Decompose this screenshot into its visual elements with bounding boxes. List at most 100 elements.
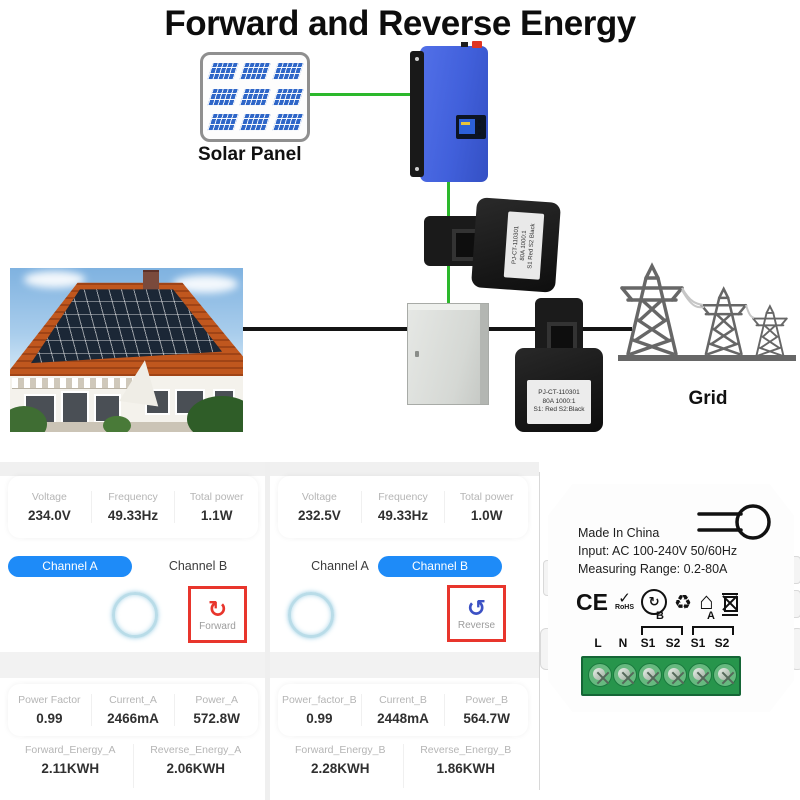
certification-icons-row: CE ✓ RoHS ↻ ♻ ⌂ xyxy=(576,586,740,618)
grid-towers-icon xyxy=(618,264,796,361)
solar-cell xyxy=(271,63,304,81)
inverter-terminal-black xyxy=(461,42,468,47)
power-metric: Power_A 572.8W xyxy=(174,694,258,726)
ct-clamp-label: PJ-CT-110301 80A 1000:1 S1: Red S2:Black xyxy=(527,380,591,424)
power-metric: Power_B 564.7W xyxy=(444,694,528,726)
reverse-energy-metric: Reverse_Energy_A 2.06KWH xyxy=(132,744,259,788)
ct-clamp-body: PJ-CT-110301 80A 1000:1 S1: Red S2:Black xyxy=(515,348,603,432)
terminal-label-s1a: S1 xyxy=(690,636,706,650)
summary-card-a: Voltage 234.0V Frequency 49.33Hz Total p… xyxy=(8,476,258,538)
power-factor-metric: Power Factor 0.99 xyxy=(8,694,91,726)
bracket-screw xyxy=(415,57,419,61)
rohs-label: RoHS xyxy=(614,604,635,611)
house-chimney xyxy=(142,269,160,290)
ct-label-line: 80A 1000:1 xyxy=(542,397,576,405)
solar-cell xyxy=(239,63,271,81)
voltage-metric: Voltage 234.0V xyxy=(8,491,91,523)
current-metric: Current_B 2448mA xyxy=(360,694,445,726)
app-status-strip xyxy=(270,462,539,476)
voltage-metric: Voltage 232.5V xyxy=(278,491,361,523)
energy-row-b: Forward_Energy_B 2.28KWH Reverse_Energy_… xyxy=(278,744,528,788)
hedge xyxy=(187,395,243,432)
solar-row xyxy=(203,113,307,131)
metric-value: 49.33Hz xyxy=(377,508,429,523)
terminal-screw xyxy=(588,663,612,687)
terminal-screw xyxy=(688,663,712,687)
page-title: Forward and Reverse Energy xyxy=(164,4,636,43)
inverter-mount-bracket xyxy=(410,51,424,177)
frequency-metric: Frequency 49.33Hz xyxy=(360,491,445,523)
solar-cell xyxy=(271,113,304,131)
inverter-button-dot xyxy=(478,132,481,135)
metric-label: Total power xyxy=(459,491,514,503)
inverter-button-dot xyxy=(478,126,481,129)
bush xyxy=(103,415,132,432)
metric-label: Voltage xyxy=(301,491,337,503)
direction-label: Forward xyxy=(199,620,236,632)
panel-right-edge xyxy=(539,472,540,790)
stats-card-b: Power_factor_B 0.99 Current_B 2448mA Pow… xyxy=(278,684,528,736)
metric-label: Power_B xyxy=(465,694,508,706)
terminal-screw xyxy=(663,663,687,687)
metric-value: 232.5V xyxy=(297,508,341,523)
terminal-label-s1b: S1 xyxy=(640,636,656,650)
metric-label: Reverse_Energy_A xyxy=(150,744,242,756)
terminal-label-l: L xyxy=(594,636,602,650)
section-divider-band xyxy=(270,652,539,678)
distribution-box xyxy=(407,303,489,405)
metric-label: Forward_Energy_A xyxy=(25,744,116,756)
metric-label: Frequency xyxy=(108,491,158,503)
tab-channel-a[interactable]: Channel A xyxy=(311,559,369,573)
metric-label: Forward_Energy_B xyxy=(295,744,386,756)
terminal-label-s2b: S2 xyxy=(665,636,681,650)
inverter-screen xyxy=(459,119,475,134)
device-text-line: Made In China xyxy=(578,526,660,540)
house-photo xyxy=(10,268,243,432)
metric-value: 564.7W xyxy=(463,711,510,726)
terminal-group-a-bracket xyxy=(692,626,734,635)
forward-energy-metric: Forward_Energy_A 2.11KWH xyxy=(8,744,133,788)
metric-value: 1.1W xyxy=(200,508,233,523)
direction-label: Reverse xyxy=(457,619,496,631)
wire-house-to-box xyxy=(243,327,408,331)
app-status-strip xyxy=(0,462,265,476)
device-text-line: Input: AC 100-240V 50/60Hz xyxy=(578,544,738,558)
ct-label-line: PJ-CT-110301 xyxy=(538,388,580,396)
metric-label: Power Factor xyxy=(18,694,81,706)
metric-value: 2.06KWH xyxy=(166,761,225,776)
power-factor-metric: Power_factor_B 0.99 xyxy=(278,694,361,726)
inverter-button-dot xyxy=(478,120,481,123)
tab-channel-b-active[interactable]: Channel B xyxy=(378,556,502,577)
smart-meter-device: Made In China Input: AC 100-240V 50/60Hz… xyxy=(548,484,794,712)
metric-value: 2466mA xyxy=(107,711,159,726)
ct-clamp-body: PJ-CT-110301 80A 1000:1 S1 Red S2 Black xyxy=(470,197,562,293)
forward-energy-metric: Forward_Energy_B 2.28KWH xyxy=(278,744,403,788)
tab-channel-a-active[interactable]: Channel A xyxy=(8,556,132,577)
total-power-metric: Total power 1.1W xyxy=(174,491,258,523)
terminal-screw xyxy=(713,663,737,687)
terminal-group-b-label: B xyxy=(656,610,664,622)
ct-label-line: S1: Red S2:Black xyxy=(533,406,585,414)
metric-value: 2.11KWH xyxy=(41,761,100,776)
inverter-body xyxy=(420,41,488,182)
solar-cell xyxy=(271,88,304,106)
frequency-metric: Frequency 49.33Hz xyxy=(90,491,175,523)
tab-channel-b[interactable]: Channel B xyxy=(168,559,228,573)
ct-clamp-label: PJ-CT-110301 80A 1000:1 S1 Red S2 Black xyxy=(503,211,545,280)
solar-row xyxy=(203,63,307,81)
inverter-terminal-red xyxy=(472,41,482,48)
metric-value: 0.99 xyxy=(306,711,333,726)
ct-clamp-1: PJ-CT-110301 80A 1000:1 S1 Red S2 Black xyxy=(424,197,562,293)
metric-value: 1.0W xyxy=(470,508,503,523)
stats-card-a: Power Factor 0.99 Current_A 2466mA Power… xyxy=(8,684,258,736)
inverter-device xyxy=(410,41,488,182)
metric-value: 1.86KWH xyxy=(436,761,495,776)
device-text-line: Measuring Range: 0.2-80A xyxy=(578,562,728,576)
metric-label: Power_A xyxy=(195,694,238,706)
antenna-keyhole-icon xyxy=(697,504,771,540)
metric-label: Current_A xyxy=(109,694,157,706)
terminal-label-s2a: S2 xyxy=(714,636,730,650)
metric-label: Total power xyxy=(189,491,244,503)
inverter-screen-bar xyxy=(461,122,470,125)
metric-label: Power_factor_B xyxy=(281,694,357,706)
